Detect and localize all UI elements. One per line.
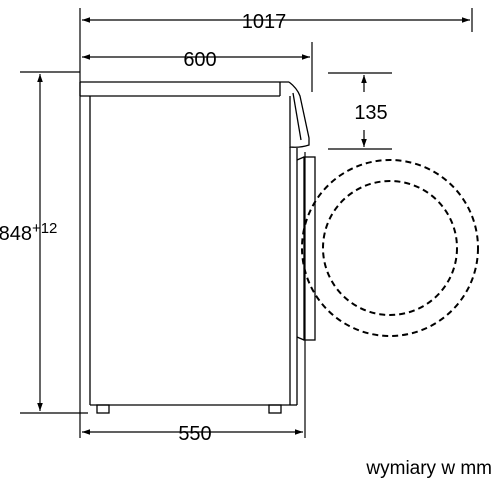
- extension-lines: [20, 8, 473, 438]
- machine-outline: [79, 81, 316, 414]
- units-note: wymiary w mm: [366, 458, 492, 479]
- dimension-lines: [37, 17, 470, 435]
- label-height: 848+12: [0, 220, 57, 245]
- label-door-height: 135: [354, 102, 387, 124]
- label-total-depth: 1017: [242, 11, 287, 33]
- door-swing-outline: [301, 159, 479, 337]
- rear-foot: [268, 404, 282, 414]
- front-foot: [96, 404, 110, 414]
- label-base-depth: 550: [178, 423, 211, 445]
- label-body-depth: 600: [183, 49, 216, 71]
- label-height-tolerance: +12: [32, 220, 57, 237]
